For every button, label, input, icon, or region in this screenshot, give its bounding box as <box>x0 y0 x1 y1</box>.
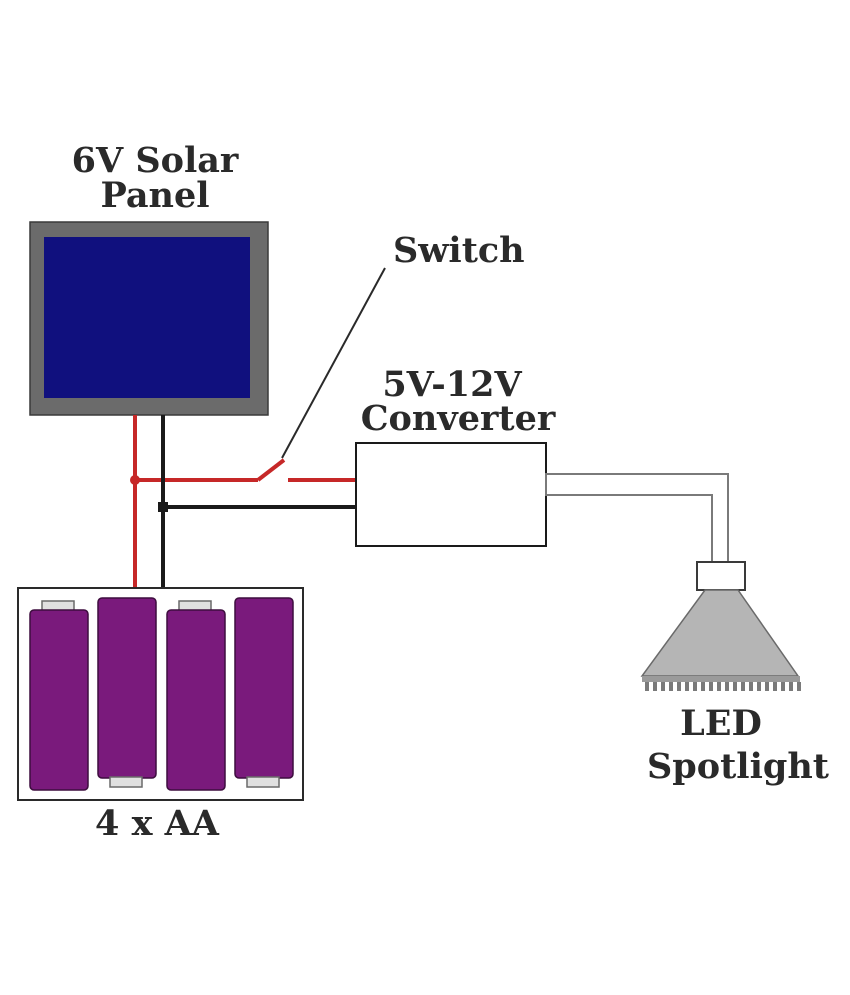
positive-junction-dot <box>130 475 140 485</box>
led-chip <box>741 682 745 691</box>
led-lamp-housing <box>640 589 800 677</box>
led-chip <box>757 682 761 691</box>
led-chip <box>765 682 769 691</box>
led-chip <box>677 682 681 691</box>
solar-panel-cell <box>44 237 250 398</box>
led-chip <box>701 682 705 691</box>
led-chip <box>797 682 801 691</box>
negative-junction-dot <box>158 502 168 512</box>
led-array <box>645 682 801 691</box>
led-label-line2: Spotlight <box>647 746 829 787</box>
negative-wire <box>161 415 356 590</box>
led-chip <box>749 682 753 691</box>
led-chip <box>709 682 713 691</box>
switch-label: Switch <box>393 230 525 271</box>
led-chip <box>717 682 721 691</box>
led-spotlight <box>640 561 801 691</box>
led-chip <box>693 682 697 691</box>
aa-battery <box>234 597 294 788</box>
aa-battery <box>97 597 157 788</box>
switch-leader-line <box>281 267 386 459</box>
led-output-cable <box>545 473 729 564</box>
led-label-line1: LED <box>680 703 762 744</box>
battery-label: 4 x AA <box>95 803 220 844</box>
converter-box <box>355 442 547 547</box>
converter-label-line2: Converter <box>361 398 556 439</box>
led-chip <box>789 682 793 691</box>
solar-panel-label-line1: 6V Solar <box>72 140 239 181</box>
switch-blade <box>256 458 286 482</box>
led-lamp-rim <box>642 676 800 682</box>
solar-panel-label-line2: Panel <box>100 175 209 216</box>
battery-pack <box>17 587 304 801</box>
led-chip <box>781 682 785 691</box>
aa-battery <box>29 600 89 791</box>
led-chip <box>653 682 657 691</box>
led-chip <box>725 682 729 691</box>
led-chip <box>669 682 673 691</box>
led-chip <box>685 682 689 691</box>
led-socket <box>696 561 746 591</box>
solar-panel <box>29 221 269 416</box>
led-chip <box>645 682 649 691</box>
led-chip <box>733 682 737 691</box>
converter-label-line1: 5V-12V <box>382 364 522 405</box>
aa-battery <box>166 600 226 791</box>
led-chip <box>661 682 665 691</box>
led-chip <box>773 682 777 691</box>
positive-wire <box>133 415 356 590</box>
